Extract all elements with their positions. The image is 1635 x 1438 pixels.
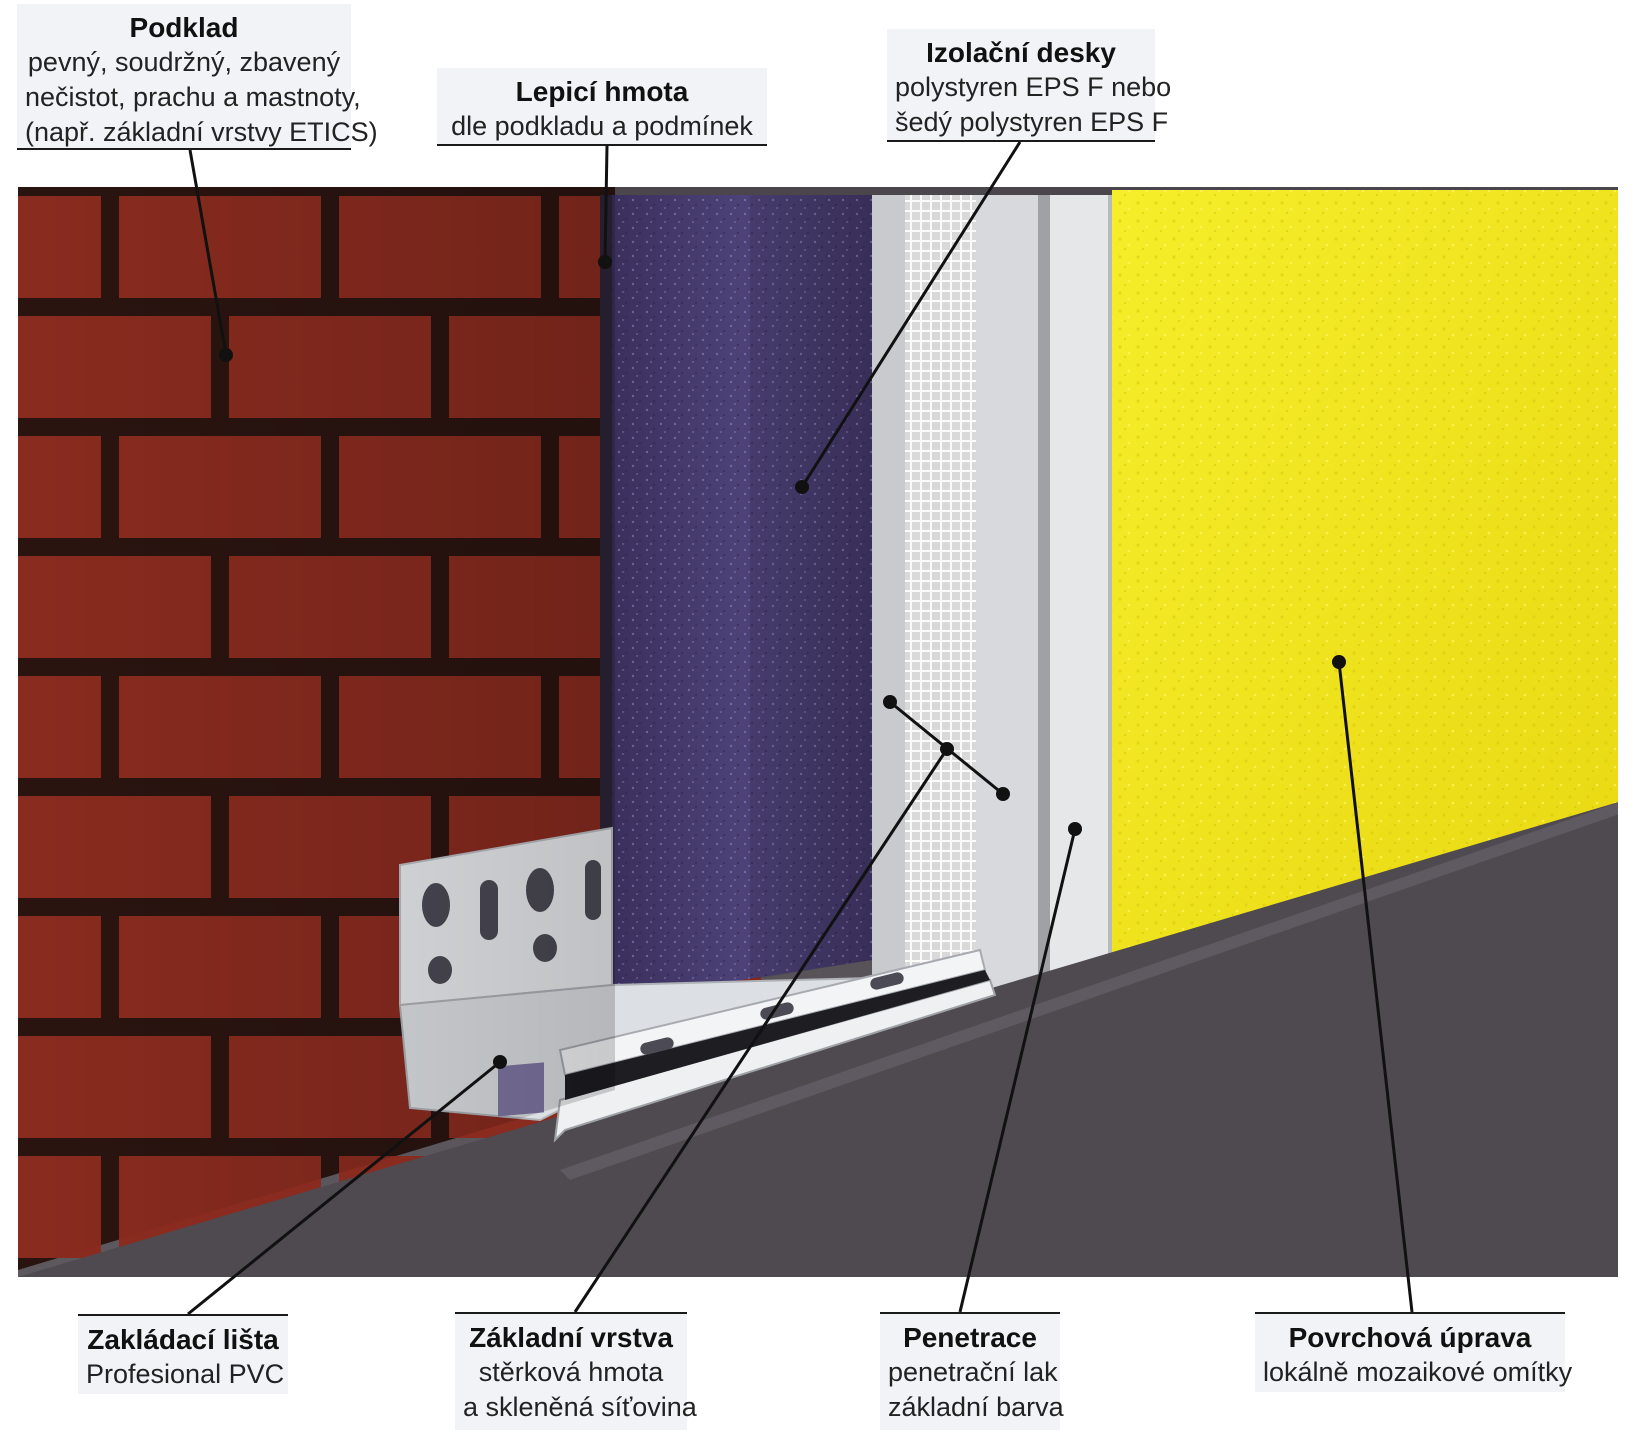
- leader-line: [800, 141, 1022, 488]
- label-podklad-line-2: nečistot, prachu a mastnoty,: [25, 82, 361, 112]
- leader-line: [573, 748, 949, 1313]
- label-zakladni-vrstva-line-2: a skleněná síťovina: [463, 1392, 697, 1422]
- label-penetrace-line-2: základní barva: [888, 1392, 1064, 1422]
- leader-dot: [493, 1055, 507, 1069]
- primer-layer: [1050, 195, 1115, 986]
- label-zakladaci-lista-title: Zakládací lišta: [87, 1324, 279, 1355]
- leader-line: [958, 828, 1077, 1313]
- label-izolacni-desky-title: Izolační desky: [926, 37, 1116, 68]
- glass-mesh: [905, 195, 980, 1016]
- label-lepici-hmota-title: Lepicí hmota: [515, 76, 689, 107]
- label-penetrace-line-1: penetrační lak: [888, 1357, 1058, 1387]
- label-lepici-hmota-line-1: dle podkladu a podmínek: [451, 111, 753, 141]
- label-podklad: Podklad pevný, soudržný, zbavený nečisto…: [17, 4, 378, 150]
- label-izolacni-desky: Izolační desky polystyren EPS F nebo šed…: [887, 29, 1172, 142]
- label-zakladaci-lista: Zakládací lišta Profesional PVC: [78, 1314, 288, 1394]
- label-podklad-line-1: pevný, soudržný, zbavený: [27, 47, 341, 77]
- label-zakladaci-lista-line-1: Profesional PVC: [86, 1359, 285, 1389]
- label-zakladni-vrstva-line-1: stěrková hmota: [478, 1357, 664, 1387]
- label-podklad-line-3: (např. základní vrstvy ETICS): [25, 117, 378, 147]
- leader-dots: [219, 255, 1346, 1069]
- label-podklad-title: Podklad: [129, 12, 239, 43]
- label-izolacni-desky-line-2: šedý polystyren EPS F: [895, 107, 1169, 137]
- leader-line: [603, 145, 609, 263]
- label-zakladni-vrstva: Základní vrstva stěrková hmota a skleněn…: [455, 1312, 697, 1430]
- label-penetrace-title: Penetrace: [903, 1322, 1037, 1353]
- label-povrchova-uprava-line-1: lokálně mozaikové omítky: [1263, 1357, 1573, 1387]
- leader-line: [1337, 661, 1414, 1313]
- label-zakladni-vrstva-title: Základní vrstva: [469, 1322, 673, 1353]
- label-penetrace: Penetrace penetrační lak základní barva: [880, 1312, 1064, 1430]
- leader-line: [187, 1060, 501, 1316]
- label-lepici-hmota: Lepicí hmota dle podkladu a podmínek: [437, 68, 767, 146]
- label-povrchova-uprava-title: Povrchová úprava: [1288, 1322, 1532, 1353]
- leader-dot: [598, 255, 612, 269]
- base-coat-layer: [872, 195, 912, 996]
- label-povrchova-uprava: Povrchová úprava lokálně mozaikové omítk…: [1255, 1312, 1573, 1392]
- leader-dot: [883, 695, 897, 709]
- leader-dot: [996, 787, 1010, 801]
- leader-dot: [1332, 655, 1346, 669]
- label-izolacni-desky-line-1: polystyren EPS F nebo: [895, 72, 1172, 102]
- leader-dot: [940, 742, 954, 756]
- leader-dot: [795, 480, 809, 494]
- leader-lines: [187, 141, 1414, 1316]
- leader-dot: [1068, 822, 1082, 836]
- leader-line: [188, 149, 228, 356]
- leader-dot: [219, 348, 233, 362]
